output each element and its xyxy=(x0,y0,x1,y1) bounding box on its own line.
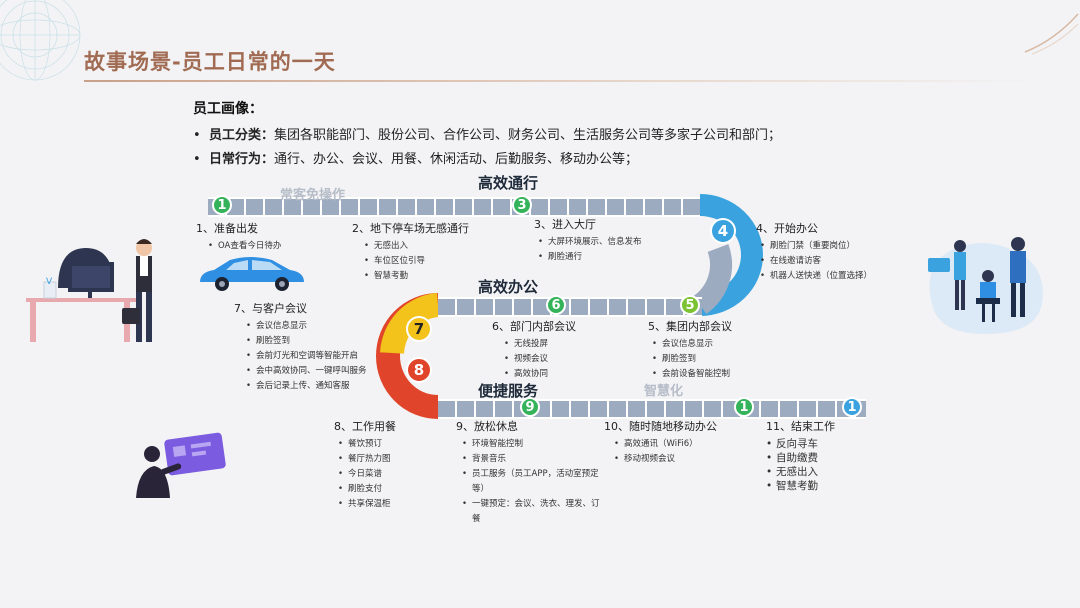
step-item: 反向寻车 xyxy=(766,437,835,451)
step-item: 餐厅热力图 xyxy=(338,452,396,467)
step-3: 3、进入大厅 大屏环境展示、信息发布 刷脸通行 xyxy=(534,216,642,265)
team-illustration xyxy=(928,237,1043,334)
step-item: OA查看今日待办 xyxy=(208,239,281,254)
road-segment-top xyxy=(208,197,700,217)
step-node-8: 8 xyxy=(406,357,432,383)
step-title: 9、放松休息 xyxy=(456,420,518,433)
step-4: 4、开始办公 刷脸门禁（重要岗位） 在线邀请访客 机器人送快递（位置选择） xyxy=(756,220,872,284)
step-node-7: 7 xyxy=(406,316,432,342)
step-item: 员工服务（员工APP，活动室预定等） xyxy=(462,467,606,497)
section-convenient-service: 便捷服务 xyxy=(478,382,539,400)
step-item: 会后记录上传、通知客服 xyxy=(246,379,367,394)
step-item: 无感出入 xyxy=(766,465,835,479)
step-item: 大屏环境展示、信息发布 xyxy=(538,235,642,250)
step-10: 10、随时随地移动办公 高效通讯（WiFi6） 移动视频会议 xyxy=(604,418,717,467)
road-segment-middle xyxy=(438,297,702,317)
step-item: 今日菜谱 xyxy=(338,467,396,482)
profile-heading: 员工画像： xyxy=(193,101,263,117)
step-7: 7、与客户会议 会议信息显示 刷脸签到 会前灯光和空调等智能开启 会中高效协同、… xyxy=(234,300,367,394)
step-9: 9、放松休息 环境智能控制 背景音乐 员工服务（员工APP，活动室预定等） 一键… xyxy=(456,418,606,527)
step-item: 共享保温柜 xyxy=(338,497,396,512)
step-item: 高效协同 xyxy=(504,367,576,382)
profile-line-behavior: • 日常行为：通行、办公、会议、用餐、休闲活动、后勤服务、移动办公等； xyxy=(193,152,638,167)
page-title: 故事场景-员工日常的一天 xyxy=(84,50,336,74)
profile-label: 员工分类： xyxy=(208,128,274,143)
step-item: 视频会议 xyxy=(504,352,576,367)
step-node-6: 6 xyxy=(546,295,566,315)
step-item: 机器人送快递（位置选择） xyxy=(760,269,872,284)
step-item: 无感出入 xyxy=(364,239,469,254)
data-analyst-illustration xyxy=(136,432,226,498)
step-item: 刷脸签到 xyxy=(652,352,732,367)
step-item: 车位区位引导 xyxy=(364,254,469,269)
step-5: 5、集团内部会议 会议信息显示 刷脸签到 会前设备智能控制 xyxy=(648,318,732,382)
step-item: 环境智能控制 xyxy=(462,437,606,452)
step-node-3: 3 xyxy=(512,195,532,215)
step-item: 会议信息显示 xyxy=(246,319,367,334)
step-item: 在线邀请访客 xyxy=(760,254,872,269)
step-item: 无线投屏 xyxy=(504,337,576,352)
section-efficient-office: 高效办公 xyxy=(478,278,539,296)
globe-decoration xyxy=(0,0,81,81)
step-item: 刷脸门禁（重要岗位） xyxy=(760,239,872,254)
step-6: 6、部门内部会议 无线投屏 视频会议 高效协同 xyxy=(492,318,576,382)
step-item: 餐饮预订 xyxy=(338,437,396,452)
step-title: 1、准备出发 xyxy=(196,222,258,235)
step-item: 刷脸支付 xyxy=(338,482,396,497)
title-divider xyxy=(84,80,1044,82)
step-1: 1、准备出发 OA查看今日待办 xyxy=(196,220,281,254)
svg-text:V: V xyxy=(46,277,53,287)
step-item: 自助缴费 xyxy=(766,451,835,465)
step-item: 一键预定：会议、洗衣、理发、订餐 xyxy=(462,497,606,527)
step-node-11: 1 xyxy=(842,397,862,417)
profile-text: 集团各职能部门、股份公司、合作公司、财务公司、生活服务公司等多家子公司和部门； xyxy=(273,128,781,143)
step-title: 11、结束工作 xyxy=(766,420,835,433)
car-illustration xyxy=(200,257,304,291)
step-item: 刷脸签到 xyxy=(246,334,367,349)
step-node-10: 1 xyxy=(734,397,754,417)
step-item: 智慧考勤 xyxy=(766,479,835,493)
step-title: 8、工作用餐 xyxy=(334,420,396,433)
step-title: 7、与客户会议 xyxy=(234,302,307,315)
step-item: 刷脸通行 xyxy=(538,250,642,265)
step-node-5: 5 xyxy=(680,295,700,315)
step-item: 背景音乐 xyxy=(462,452,606,467)
step-item: 会前灯光和空调等智能开启 xyxy=(246,349,367,364)
step-2: 2、地下停车场无感通行 无感出入 车位区位引导 智慧考勤 xyxy=(352,220,469,284)
profile-text: 通行、办公、会议、用餐、休闲活动、后勤服务、移动办公等； xyxy=(273,152,638,167)
step-item: 移动视频会议 xyxy=(614,452,717,467)
step-node-1: 1 xyxy=(212,195,232,215)
section-efficient-transit: 高效通行 xyxy=(478,174,539,192)
step-node-9: 9 xyxy=(520,397,540,417)
step-title: 2、地下停车场无感通行 xyxy=(352,222,469,235)
step-title: 5、集团内部会议 xyxy=(648,320,732,333)
step-title: 4、开始办公 xyxy=(756,222,818,235)
step-item: 智慧考勤 xyxy=(364,269,469,284)
swoosh-decoration xyxy=(1024,13,1079,55)
step-item: 高效通讯（WiFi6） xyxy=(614,437,717,452)
step-node-4: 4 xyxy=(710,218,736,244)
profile-line-category: • 员工分类：集团各职能部门、股份公司、合作公司、财务公司、生活服务公司等多家子… xyxy=(193,128,781,143)
ghost-label-frequent: 常客免操作 xyxy=(280,188,346,203)
ghost-label-smart: 智慧化 xyxy=(644,384,684,399)
step-item: 会中高效协同、一键呼叫服务 xyxy=(246,364,367,379)
step-item: 会议信息显示 xyxy=(652,337,732,352)
step-8: 8、工作用餐 餐饮预订 餐厅热力图 今日菜谱 刷脸支付 共享保温柜 xyxy=(334,418,396,512)
step-item: 会前设备智能控制 xyxy=(652,367,732,382)
office-worker-illustration: V xyxy=(26,239,152,342)
step-title: 10、随时随地移动办公 xyxy=(604,420,717,433)
profile-label: 日常行为： xyxy=(208,152,274,167)
step-title: 6、部门内部会议 xyxy=(492,320,576,333)
step-title: 3、进入大厅 xyxy=(534,218,596,231)
road-segment-bottom xyxy=(438,399,866,419)
step-11: 11、结束工作 反向寻车 自助缴费 无感出入 智慧考勤 xyxy=(766,418,835,493)
